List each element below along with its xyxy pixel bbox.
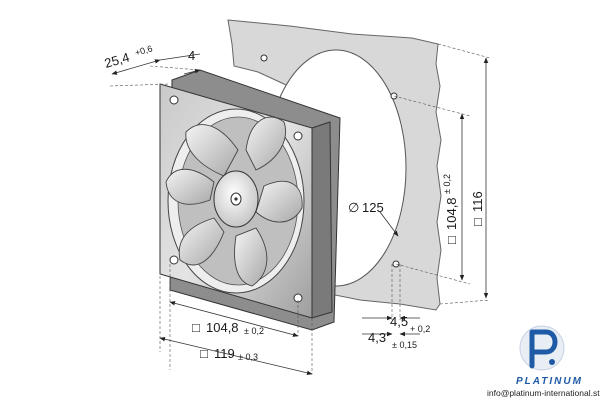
- square-symbol: □: [470, 218, 485, 226]
- mount-spacing-label: □ 104,8 ± 0,2: [192, 320, 264, 336]
- cutout-diameter-label: ∅ 125: [348, 200, 384, 215]
- mount-spacing-value: 104,8: [206, 320, 239, 335]
- cutout-diameter-value: 125: [362, 200, 384, 215]
- panel-size-label: □ 116: [470, 191, 485, 226]
- frame-hole: [169, 95, 179, 105]
- hole-diameter-a-label: 4,5 + 0,2: [390, 314, 430, 334]
- frame-size-tolerance: ± 0,3: [238, 352, 258, 362]
- mount-spacing-tolerance: ± 0,2: [244, 326, 264, 336]
- hole-diameter-a-value: 4,5: [390, 314, 408, 329]
- depth-dimension-label: 25,4 +0,6: [103, 43, 154, 70]
- brand-name: PLATINUM: [516, 376, 583, 387]
- hole-diameter-b-value: 4,3: [368, 330, 386, 345]
- hole-diameter-b-tolerance: ± 0,15: [392, 340, 417, 350]
- square-symbol: □: [200, 346, 208, 361]
- frame-size-label: □ 119 ± 0,3: [200, 346, 258, 362]
- frame-hole: [169, 255, 179, 265]
- frame-hole: [293, 131, 303, 141]
- frame-size-value: 119: [214, 346, 235, 361]
- dimension-lines: [109, 43, 491, 376]
- flange-value: 4: [188, 48, 195, 63]
- fan-blades: [165, 116, 303, 287]
- panel-size-value: 116: [470, 191, 485, 212]
- fan: [159, 69, 341, 331]
- square-symbol: □: [192, 320, 200, 335]
- hole-diameter-b-label: 4,3 ± 0,15: [368, 330, 417, 350]
- depth-tolerance: +0,6: [134, 43, 154, 58]
- square-symbol: □: [444, 236, 459, 244]
- store-url: info@platinum-international.store: [487, 388, 600, 398]
- hole-diameter-a-tolerance: + 0,2: [410, 324, 430, 334]
- panel-hole-spacing-value: 104,8: [444, 197, 459, 230]
- depth-value: 25,4: [103, 49, 131, 70]
- panel-hole: [260, 54, 268, 62]
- platinum-logo: PLATINUM: [516, 325, 583, 387]
- panel-hole-spacing-tolerance: ± 0,2: [442, 174, 452, 194]
- panel-hole-spacing-label: □ 104,8 ± 0,2: [442, 174, 459, 244]
- diameter-symbol: ∅: [348, 200, 359, 215]
